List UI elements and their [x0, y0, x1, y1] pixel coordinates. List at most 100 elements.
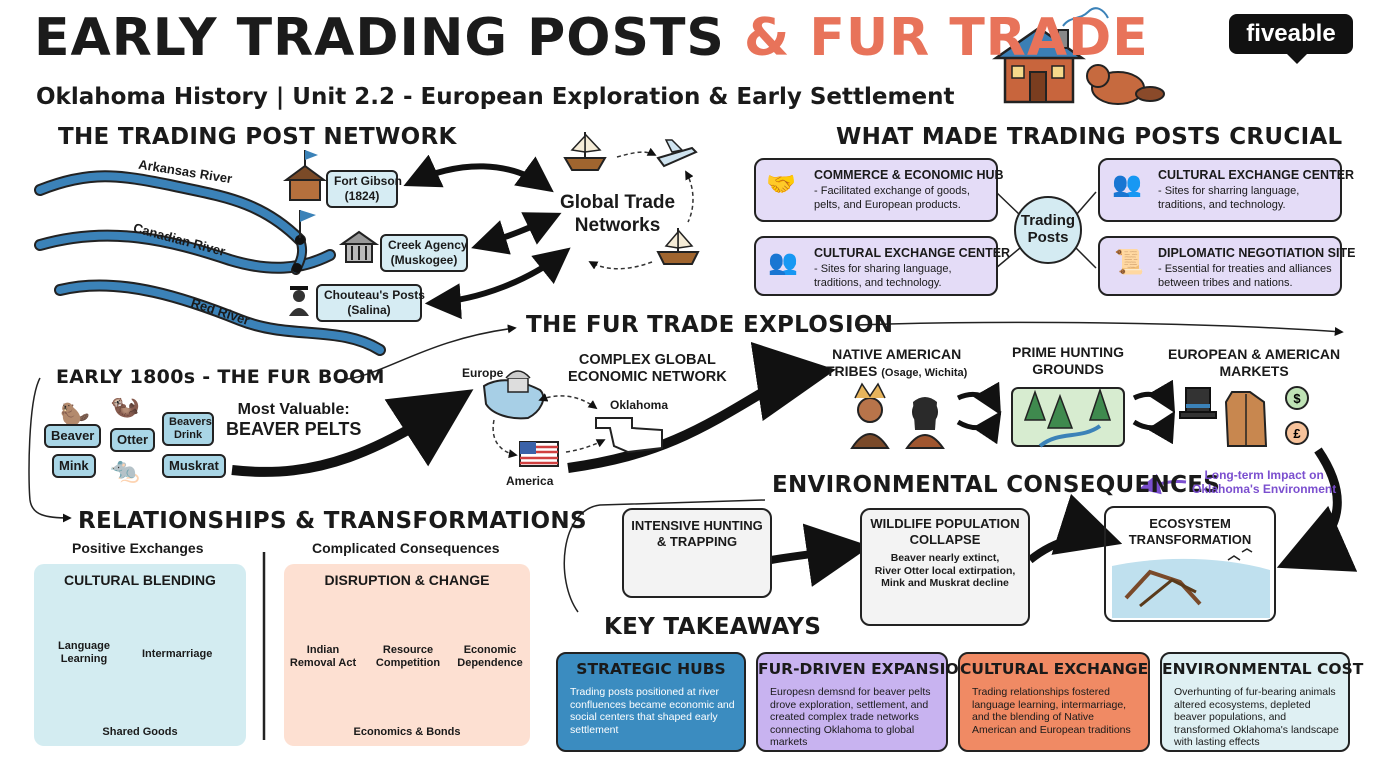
brand-logo: fiveable: [1229, 14, 1353, 64]
positive-exchanges-label: Positive Exchanges: [72, 540, 204, 556]
resource-line-2: Competition: [375, 657, 441, 670]
post-detail: (1824): [344, 189, 380, 203]
impact-line-2: Oklahoma's Environment: [1192, 482, 1337, 497]
hunting-trapping-label: INTENSIVE HUNTING & TRAPPING: [624, 518, 770, 549]
crucial-diplomatic: 📜 DIPLOMATIC NEGOTIATION SITE - Essentia…: [1098, 236, 1355, 296]
most-valuable-label: Most Valuable: BEAVER PELTS: [226, 400, 361, 441]
removal-line-2: Removal Act: [289, 657, 357, 670]
takeaway-title: FUR-DRIVEN EXPANSION: [758, 660, 972, 678]
svg-text:£: £: [1293, 426, 1301, 441]
arrow: [471, 212, 562, 255]
confluence-dot: [292, 263, 302, 273]
most-valuable-line-1: Most Valuable:: [237, 401, 350, 418]
takeaways-heading: KEY TAKEAWAYS: [604, 614, 822, 640]
title-part-1: EARLY TRADING POSTS: [34, 8, 725, 68]
center-line-1: Trading: [1020, 212, 1076, 229]
collapse-desc: Beaver nearly extinct, River Otter local…: [862, 552, 1028, 590]
resource-line-1: Resource: [382, 644, 434, 656]
cultural-blending-box: CULTURAL BLENDING Language Learning Inte…: [34, 564, 246, 746]
ecosystem-label: ECOSYSTEM TRANSFORMATION: [1106, 516, 1274, 547]
ship-icon: [563, 132, 607, 171]
disruption-title: DISRUPTION & CHANGE: [324, 572, 490, 588]
post-name: Creek Agency: [388, 238, 468, 252]
markets-line-2: MARKETS: [1219, 362, 1289, 379]
markets-line-1: EUROPEAN & AMERICAN: [1168, 346, 1341, 362]
cultural-blending-title: CULTURAL BLENDING: [64, 572, 216, 588]
collapse-line-2: COLLAPSE: [909, 531, 981, 547]
impact-line-1: Long-term Impact on: [1204, 468, 1324, 482]
crucial-desc: - Essential for treaties and alliances b…: [1158, 263, 1332, 289]
arrow: [403, 154, 554, 193]
removal-line-1: Indian: [306, 644, 340, 656]
otter-icon: 🦦: [110, 393, 140, 420]
native-tribes-label: NATIVE AMERICAN TRIBES (Osage, Wichita): [826, 346, 967, 380]
takeaway-fur-expansion: FUR-DRIVEN EXPANSION Europesn demsnd for…: [756, 652, 972, 752]
native-tribes: (Osage, Wichita): [881, 366, 968, 379]
crucial-desc: - Sites for sharring language, tradition…: [1158, 185, 1300, 211]
top-hat-icon: [1179, 387, 1217, 419]
people-chat-icon: 👥: [768, 249, 798, 276]
relationships-heading: RELATIONSHIPS & TRANSFORMATIONS: [78, 508, 587, 534]
economic-line-1: Economic: [463, 644, 517, 656]
crucial-title: CULTURAL EXCHANGE CENTER: [814, 246, 1011, 260]
oklahoma-icon: [595, 417, 663, 454]
takeaway-body: Overhunting of fur-bearing animals alter…: [1174, 686, 1339, 749]
us-flag-icon: [519, 441, 559, 467]
hunting-trapping-box: INTENSIVE HUNTING & TRAPPING: [622, 508, 772, 598]
river-label-arkansas: Arkansas River: [137, 156, 234, 187]
hunting-grounds-icon: [1011, 387, 1125, 448]
most-valuable-line-2: BEAVER PELTS: [226, 419, 362, 440]
animal-otter: Otter: [110, 428, 156, 452]
page-title: EARLY TRADING POSTS & FUR TRADE: [34, 8, 1149, 68]
post-name: Chouteau's Posts: [324, 288, 425, 302]
impact-note: Long-term Impact on Oklahoma's Environme…: [1192, 468, 1336, 497]
eco-line-1: ECOSYSTEM: [1149, 516, 1231, 531]
post-fort-gibson: Fort Gibson (1824): [326, 170, 402, 208]
fur-boom-heading: EARLY 1800s - THE FUR BOOM: [56, 366, 385, 388]
intermarriage-label: Intermarriage: [142, 648, 213, 660]
global-trade-line-2: Networks: [574, 214, 661, 236]
markets-label: EUROPEAN & AMERICAN MARKETS: [1168, 346, 1340, 380]
post-name: Fort Gibson: [334, 174, 402, 188]
environment-heading: ENVIRONMENTAL CONSEQUENCES: [772, 472, 1221, 498]
takeaway-title: CULTURAL EXCHANGE: [960, 660, 1149, 678]
animal-beavers-drink: Beavers Drink: [162, 412, 214, 447]
resource-label: Resource Competition: [372, 644, 444, 670]
flag-icon: [299, 210, 316, 238]
crucial-cultural-2: 👥 CULTURAL EXCHANGE CENTER - Sites for s…: [754, 236, 1010, 296]
dollar-icon: [1285, 386, 1309, 410]
native-line-1: NATIVE AMERICAN: [832, 346, 962, 362]
native-american-icon: [850, 382, 945, 449]
wildlife-collapse-box: WILDLIFE POPULATION COLLAPSE Beaver near…: [860, 508, 1030, 626]
takeaway-title: STRATEGIC HUBS: [576, 660, 726, 678]
agency-building-icon: [338, 230, 380, 263]
animal-mink: Mink: [52, 454, 96, 478]
post-creek-agency: Creek Agency (Muskogee): [380, 234, 468, 272]
complicated-label: Complicated Consequences: [312, 540, 500, 556]
eco-line-2: TRANSFORMATION: [1128, 531, 1252, 547]
explosion-heading: THE FUR TRADE EXPLOSION: [526, 312, 894, 338]
crucial-title: DIPLOMATIC NEGOTIATION SITE: [1158, 246, 1356, 260]
takeaway-title: ENVIRONMENTAL COST: [1162, 660, 1364, 678]
global-trade-label: Global Trade Networks: [560, 192, 675, 238]
complex-network-label: COMPLEX GLOBAL ECONOMIC NETWORK: [568, 352, 727, 387]
place-europe: Europe: [462, 366, 504, 380]
collapse-line-1: WILDLIFE POPULATION: [870, 516, 1020, 531]
trading-posts-center: Trading Posts: [1014, 196, 1082, 264]
grounds-line-2: GROUNDS: [1032, 360, 1104, 377]
economic-label: Economic Dependence: [454, 644, 526, 670]
post-detail: (Salina): [347, 303, 391, 317]
hunting-grounds-label: PRIME HUNTING GROUNDS: [1012, 344, 1124, 378]
page-subtitle: Oklahoma History | Unit 2.2 - European E…: [36, 84, 955, 110]
economic-line-2: Dependence: [457, 657, 523, 670]
crucial-heading: WHAT MADE TRADING POSTS CRUCIAL: [836, 124, 1343, 150]
takeaway-body: Europesn demsnd for beaver pelts drove e…: [770, 686, 931, 749]
global-trade-line-1: Global Trade: [560, 192, 676, 213]
crucial-title: COMMERCE & ECONOMIC HUB: [814, 168, 1004, 182]
collapse-desc-3: Mink and Muskrat decline: [881, 577, 1009, 590]
shared-goods-label: Shared Goods: [102, 726, 178, 738]
collapse-desc-2: River Otter local extirpation,: [874, 564, 1016, 577]
crucial-cultural-1: 👥 CULTURAL EXCHANGE CENTER - Sites for s…: [1098, 158, 1354, 222]
crucial-title: CULTURAL EXCHANGE CENTER: [1158, 168, 1355, 182]
post-detail: (Muskogee): [390, 253, 458, 267]
